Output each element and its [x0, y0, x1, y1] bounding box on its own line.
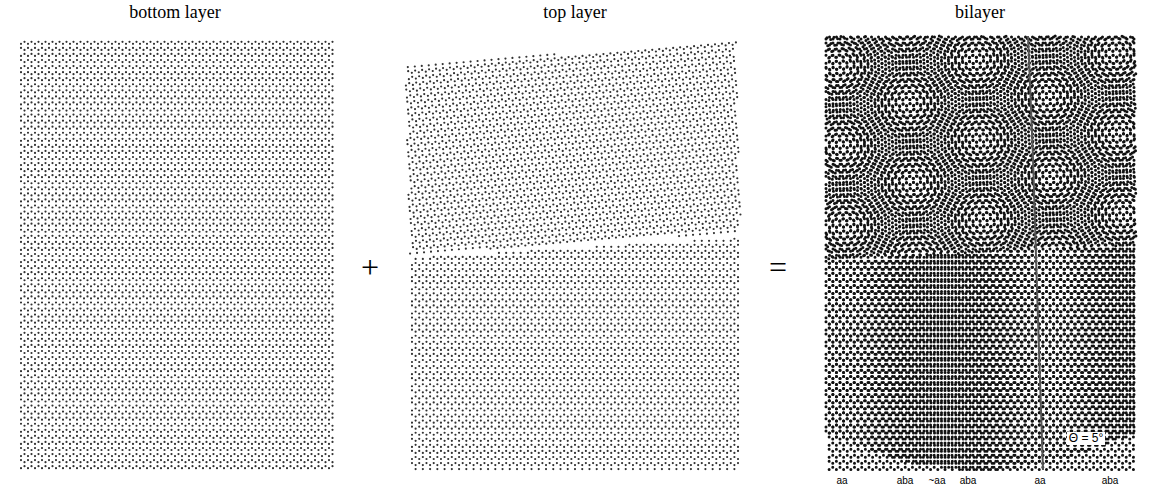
panel-title: top layer — [543, 3, 606, 23]
top-lattice-strained — [411, 238, 739, 471]
angle-label: Θ = 5° — [1067, 432, 1105, 445]
bilayer-top-lattice-strained — [828, 248, 1135, 471]
panel-title: bilayer — [955, 3, 1005, 23]
stacking-label: aba — [960, 475, 977, 486]
bottom-lattice — [20, 41, 334, 470]
bilayer-top-lattice-rotated — [825, 35, 1138, 261]
panel-title: bottom layer — [129, 3, 220, 23]
stacking-label: aba — [1102, 475, 1119, 486]
stacking-label: aa — [836, 475, 847, 486]
stacking-label: aba — [897, 475, 914, 486]
operator-sign: = — [769, 250, 787, 285]
top-lattice-rotated — [405, 41, 742, 254]
stacking-label: ~aa — [929, 475, 946, 486]
boundary-line — [1028, 36, 1043, 470]
operator-sign: + — [361, 250, 379, 285]
stacking-label: aa — [1034, 475, 1045, 486]
